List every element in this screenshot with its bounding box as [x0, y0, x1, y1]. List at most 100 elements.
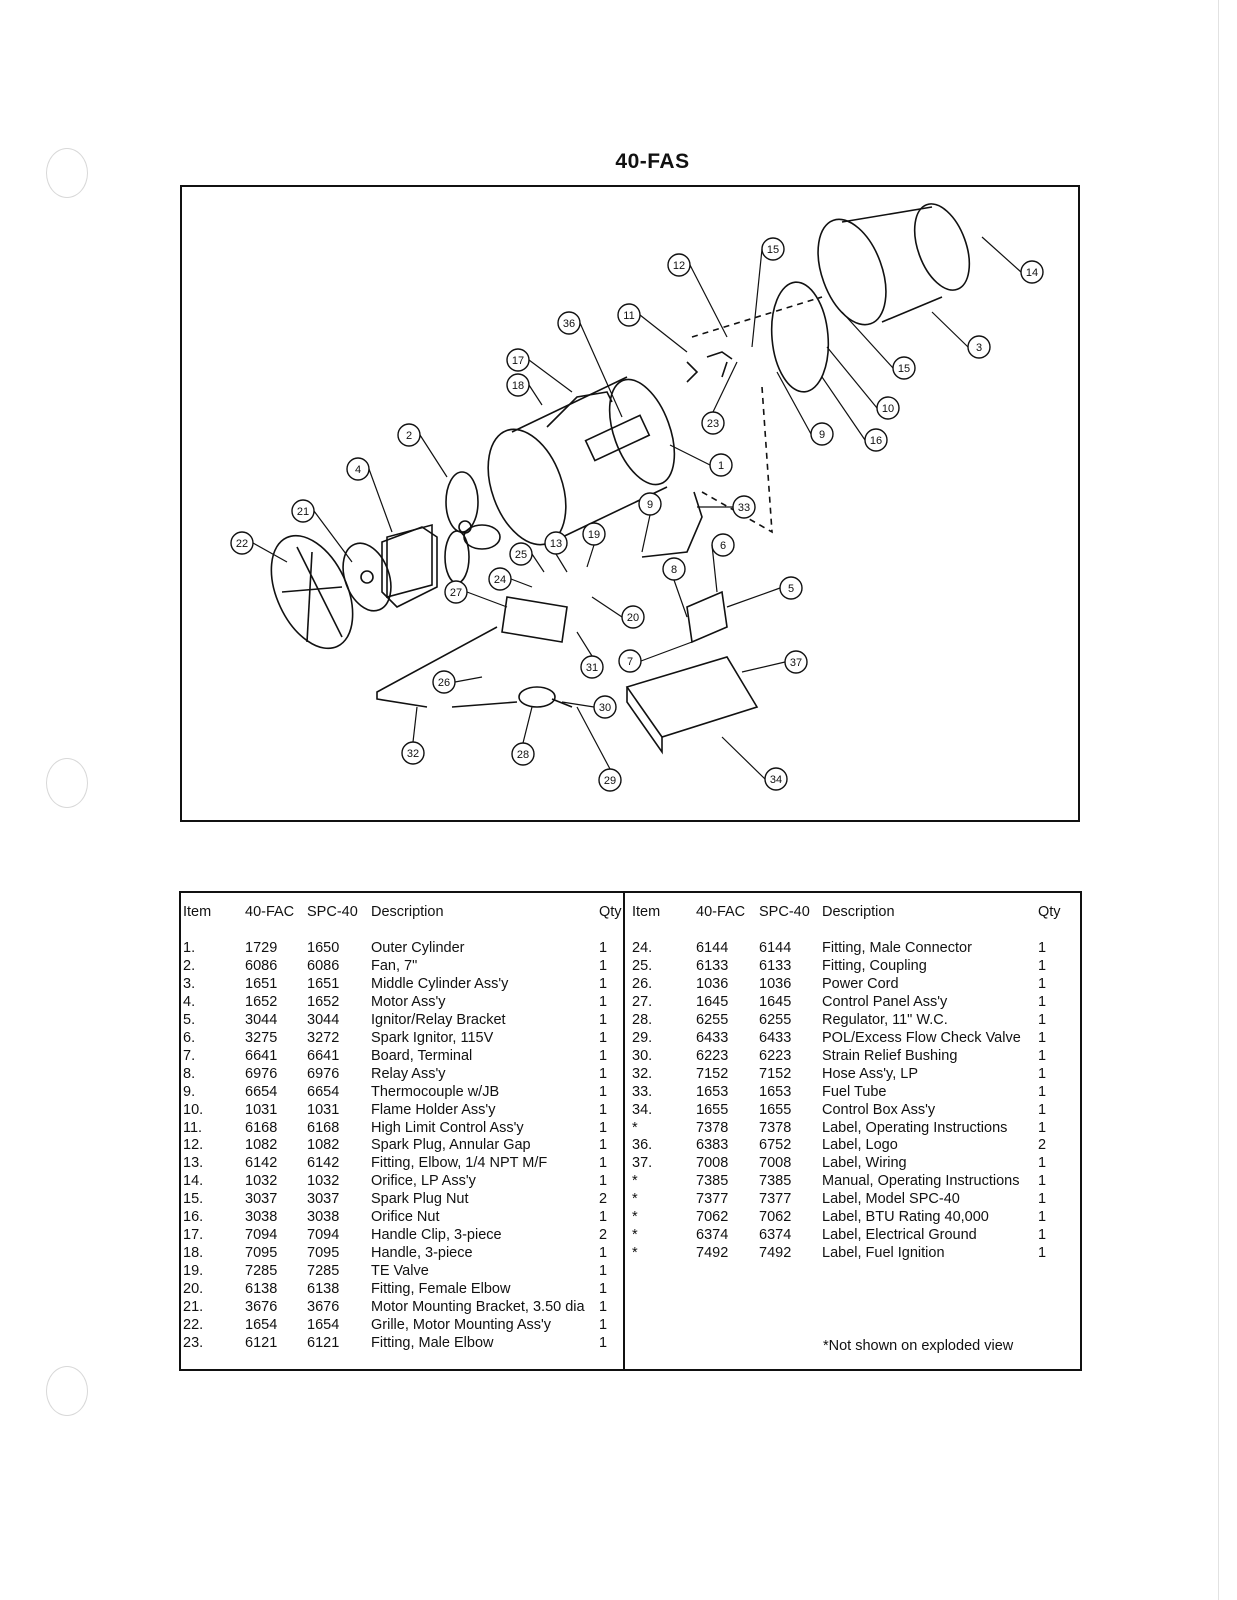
- part-qty: 1: [599, 993, 608, 1010]
- callout-12: 12: [667, 253, 691, 277]
- part-qty: 1: [1038, 957, 1047, 974]
- svg-text:5: 5: [788, 583, 794, 595]
- part-40-fac: 1082: [245, 1137, 278, 1154]
- part-description: Board, Terminal: [371, 1047, 473, 1064]
- item-number: 13.: [183, 1155, 204, 1172]
- part-40-fac: 7385: [696, 1173, 729, 1190]
- svg-text:10: 10: [882, 403, 894, 415]
- svg-text:20: 20: [627, 612, 639, 624]
- item-number: *: [632, 1245, 638, 1262]
- callout-36: 36: [557, 311, 581, 335]
- part-qty: 1: [1038, 993, 1047, 1010]
- callout-2: 2: [397, 423, 421, 447]
- part-40-fac: 6641: [245, 1047, 278, 1064]
- callout-4: 4: [346, 457, 370, 481]
- part-qty: 1: [599, 1263, 608, 1280]
- part-spc-40: 3038: [307, 1209, 340, 1226]
- part-spc-40: 7152: [759, 1065, 792, 1082]
- part-40-fac: 1036: [696, 975, 729, 992]
- part-description: Thermocouple w/JB: [371, 1083, 500, 1100]
- svg-text:37: 37: [790, 657, 802, 669]
- svg-text:6: 6: [720, 540, 726, 552]
- item-number: 5.: [183, 1011, 196, 1028]
- item-number: 16.: [183, 1209, 204, 1226]
- part-qty: 1: [1038, 1101, 1047, 1118]
- item-number: 10.: [183, 1101, 204, 1118]
- svg-text:22: 22: [236, 538, 248, 550]
- callout-7: 7: [618, 649, 642, 673]
- item-number: 23.: [183, 1334, 204, 1351]
- part-spc-40: 6641: [307, 1047, 340, 1064]
- part-40-fac: 1031: [245, 1101, 278, 1118]
- item-number: 21.: [183, 1299, 204, 1315]
- part-spc-40: 6168: [307, 1119, 340, 1136]
- part-spc-40: 6144: [759, 940, 792, 956]
- part-40-fac: 7378: [696, 1119, 729, 1136]
- part-description: Fitting, Female Elbow: [371, 1281, 511, 1298]
- part-spc-40: 1645: [759, 993, 792, 1010]
- part-40-fac: 6086: [245, 957, 278, 974]
- part-qty: 1: [599, 1047, 608, 1064]
- item-number: 7.: [183, 1047, 196, 1064]
- callout-25: 25: [509, 542, 533, 566]
- part-description: Spark Ignitor, 115V: [371, 1029, 494, 1046]
- item-number: 15.: [183, 1191, 204, 1208]
- header-description: Description: [371, 904, 444, 920]
- part-qty: 1: [1038, 1065, 1047, 1082]
- part-qty: 1: [1038, 1173, 1047, 1190]
- callout-19: 19: [582, 522, 606, 546]
- callout-14: 14: [1020, 260, 1044, 284]
- part-40-fac: 6255: [696, 1011, 729, 1028]
- svg-text:23: 23: [707, 418, 719, 430]
- part-40-fac: 6121: [245, 1334, 278, 1351]
- part-description: Power Cord: [822, 975, 899, 992]
- part-spc-40: 6086: [307, 957, 340, 974]
- part-40-fac: 6976: [245, 1065, 278, 1082]
- part-qty: 1: [1038, 975, 1047, 992]
- header-40-fac: 40-FAC: [245, 904, 295, 920]
- svg-text:14: 14: [1026, 267, 1038, 279]
- part-spc-40: 6752: [759, 1137, 792, 1154]
- part-40-fac: 6223: [696, 1047, 729, 1064]
- item-number: 12.: [183, 1137, 204, 1154]
- part-40-fac: 6138: [245, 1281, 278, 1298]
- part-qty: 1: [599, 1101, 608, 1118]
- callout-3: 3: [967, 335, 991, 359]
- part-description: Grille, Motor Mounting Ass'y: [371, 1316, 552, 1333]
- svg-text:19: 19: [588, 529, 600, 541]
- part-40-fac: 6133: [696, 957, 729, 974]
- svg-text:17: 17: [512, 355, 524, 367]
- part-40-fac: 3275: [245, 1029, 278, 1046]
- part-spc-40: 6374: [759, 1227, 792, 1244]
- part-spc-40: 7385: [759, 1173, 792, 1190]
- svg-text:13: 13: [550, 538, 562, 550]
- item-number: *: [632, 1173, 638, 1190]
- part-spc-40: 1031: [307, 1101, 340, 1118]
- callout-8: 8: [662, 557, 686, 581]
- header-description: Description: [822, 904, 895, 920]
- part-description: Manual, Operating Instructions: [822, 1173, 1020, 1190]
- part-40-fac: 6374: [696, 1227, 729, 1244]
- part-40-fac: 3676: [245, 1299, 278, 1315]
- item-number: *: [632, 1209, 638, 1226]
- part-qty: 2: [599, 1191, 608, 1208]
- callout-23: 23: [701, 411, 725, 435]
- svg-text:15: 15: [767, 244, 779, 256]
- exploded-view-diagram: 1 2 3 4 5 6 7 8 9 9 10 11 12 13 14 15 15…: [180, 185, 1080, 822]
- svg-text:18: 18: [512, 380, 524, 392]
- parts-list-table: Item 40-FAC SPC-40 Description Qty 1.172…: [179, 891, 1082, 1371]
- part-spc-40: 6121: [307, 1334, 340, 1351]
- svg-text:26: 26: [438, 677, 450, 689]
- svg-text:12: 12: [673, 260, 685, 272]
- part-qty: 1: [599, 1083, 608, 1100]
- table-column-divider: [623, 893, 625, 1369]
- item-number: 36.: [632, 1137, 653, 1154]
- callout-15b: 15: [892, 356, 916, 380]
- callout-10: 10: [876, 396, 900, 420]
- item-number: 4.: [183, 993, 196, 1010]
- part-qty: 2: [1038, 1137, 1047, 1154]
- part-spc-40: 1036: [759, 975, 792, 992]
- part-qty: 1: [599, 1245, 608, 1262]
- part-qty: 1: [599, 1119, 608, 1136]
- part-40-fac: 6654: [245, 1083, 278, 1100]
